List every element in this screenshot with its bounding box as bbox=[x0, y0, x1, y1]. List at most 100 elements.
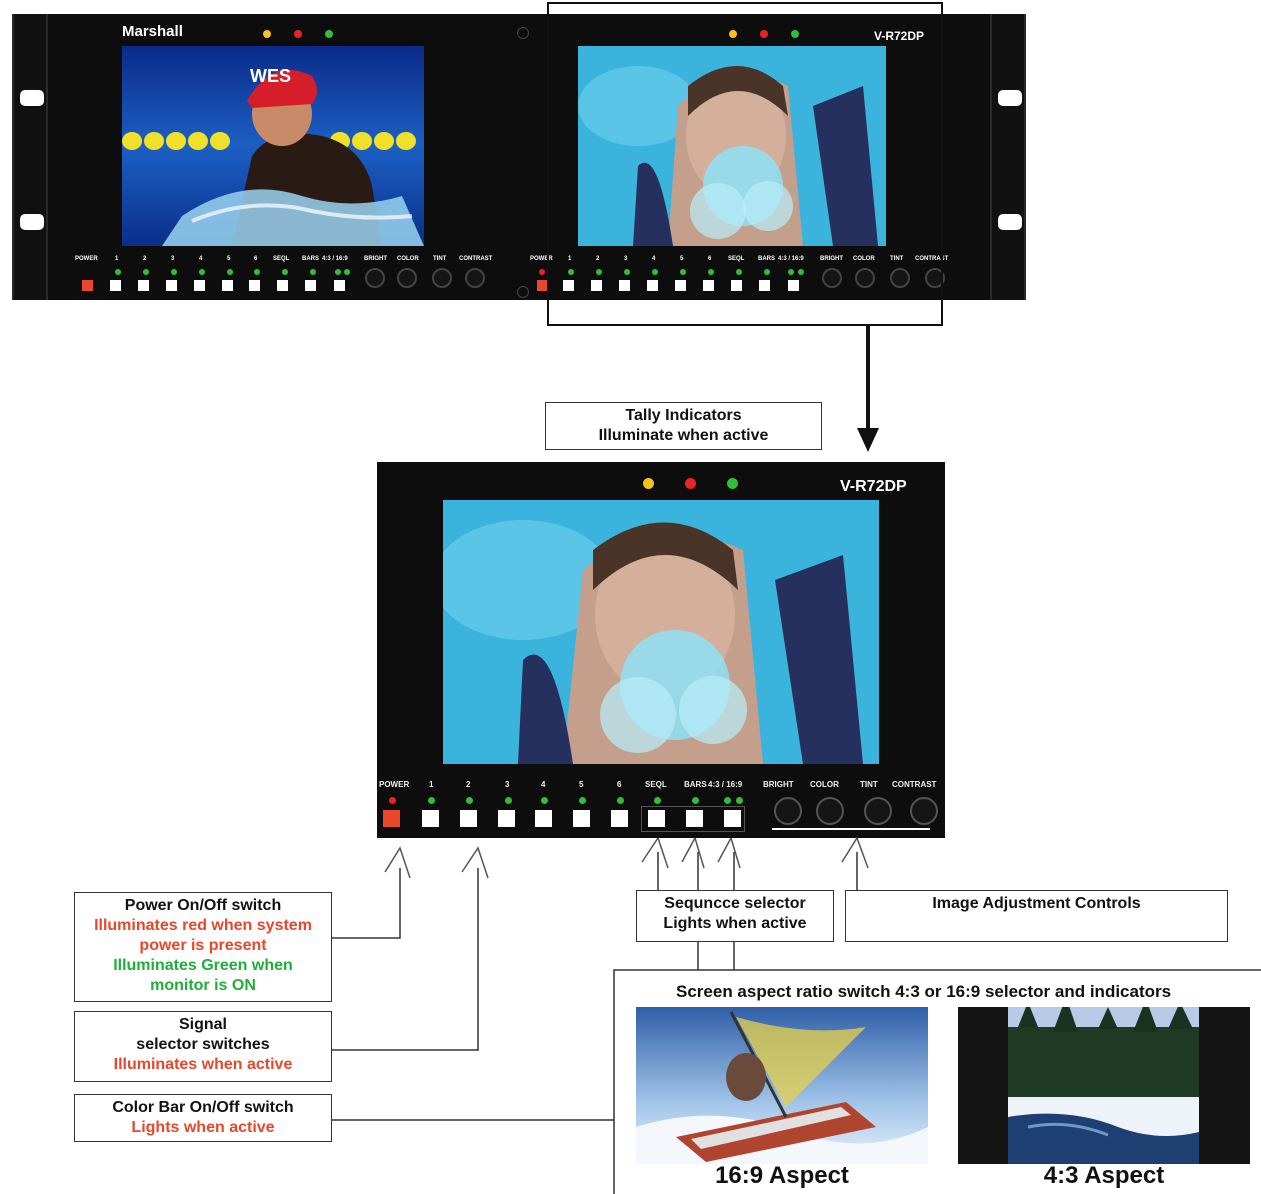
input-5-button[interactable] bbox=[222, 280, 233, 291]
control-label: CONTRAST bbox=[459, 256, 493, 262]
power-button[interactable] bbox=[383, 810, 400, 827]
seql-button[interactable] bbox=[277, 280, 288, 291]
input-2-button[interactable] bbox=[460, 810, 477, 827]
tint-knob[interactable] bbox=[864, 797, 892, 825]
contrast-knob[interactable] bbox=[910, 797, 938, 825]
tally-yellow-light bbox=[263, 30, 271, 38]
control-label: 4:3 / 16:9 bbox=[778, 256, 804, 262]
input-4-button[interactable] bbox=[194, 280, 205, 291]
control-label: 4:3 / 16:9 bbox=[708, 780, 743, 789]
control-label: POWER bbox=[75, 256, 98, 262]
input-4-button[interactable] bbox=[535, 810, 552, 827]
input-1-button[interactable] bbox=[563, 280, 574, 291]
control-label: COLOR bbox=[397, 256, 419, 262]
input-3-button[interactable] bbox=[498, 810, 515, 827]
tally-red-light bbox=[685, 478, 696, 489]
color-knob[interactable] bbox=[816, 797, 844, 825]
input-led bbox=[143, 269, 149, 275]
control-label: 5 bbox=[227, 256, 231, 262]
control-label: SEQL bbox=[273, 256, 290, 262]
tally-green-light bbox=[791, 30, 799, 38]
svg-text:WES: WES bbox=[250, 66, 291, 86]
input-led bbox=[227, 269, 233, 275]
sequence-callout-line2: Lights when active bbox=[663, 915, 807, 932]
control-label: 1 bbox=[568, 256, 572, 262]
input-2-button[interactable] bbox=[138, 280, 149, 291]
control-label: 2 bbox=[466, 780, 471, 789]
control-label: 4 bbox=[541, 780, 546, 789]
aspect-button[interactable] bbox=[334, 280, 345, 291]
color-knob[interactable] bbox=[397, 268, 417, 288]
input-6-button[interactable] bbox=[611, 810, 628, 827]
control-label: POWER bbox=[530, 256, 553, 262]
seql-button[interactable] bbox=[648, 810, 665, 827]
input-led bbox=[466, 797, 473, 804]
control-label: 1 bbox=[115, 256, 119, 262]
input-led bbox=[541, 797, 548, 804]
input-3-button[interactable] bbox=[166, 280, 177, 291]
bars-button[interactable] bbox=[686, 810, 703, 827]
tint-knob[interactable] bbox=[890, 268, 910, 288]
seql-led bbox=[736, 269, 742, 275]
power-led bbox=[539, 269, 545, 275]
tally-yellow-light bbox=[729, 30, 737, 38]
screw bbox=[517, 286, 529, 298]
input-5-button[interactable] bbox=[675, 280, 686, 291]
input-led bbox=[428, 797, 435, 804]
bars-button[interactable] bbox=[759, 280, 770, 291]
input-5-button[interactable] bbox=[573, 810, 590, 827]
brand-label: Marshall bbox=[122, 23, 183, 40]
zoom-selection-box bbox=[547, 2, 943, 326]
bright-knob[interactable] bbox=[365, 268, 385, 288]
contrast-knob[interactable] bbox=[925, 268, 945, 288]
control-label: CONTRAST bbox=[915, 256, 949, 262]
signal-callout-line1: Signal bbox=[178, 1016, 227, 1033]
tally-red-light bbox=[294, 30, 302, 38]
contrast-knob[interactable] bbox=[465, 268, 485, 288]
power-led bbox=[389, 797, 396, 804]
control-label: BRIGHT bbox=[820, 256, 843, 262]
caption-169: 16:9 Aspect bbox=[715, 1162, 849, 1189]
input-6-button[interactable] bbox=[249, 280, 260, 291]
input-3-button[interactable] bbox=[619, 280, 630, 291]
control-label: BARS bbox=[684, 780, 707, 789]
input-led bbox=[652, 269, 658, 275]
seql-button[interactable] bbox=[731, 280, 742, 291]
input-4-button[interactable] bbox=[647, 280, 658, 291]
control-label: 6 bbox=[617, 780, 622, 789]
colorbar-callout-title: Color Bar On/Off switch bbox=[112, 1099, 294, 1116]
windsurf-image-169 bbox=[636, 1007, 928, 1164]
mount-hole bbox=[998, 90, 1022, 106]
power-button[interactable] bbox=[537, 280, 548, 291]
input-1-button[interactable] bbox=[422, 810, 439, 827]
tally-callout: Tally Indicators Illuminate when active bbox=[545, 402, 822, 450]
image-adjust-underline bbox=[772, 828, 930, 830]
input-6-button[interactable] bbox=[703, 280, 714, 291]
image-adjust-callout-title: Image Adjustment Controls bbox=[932, 895, 1141, 912]
control-label: BARS bbox=[302, 256, 320, 262]
control-label: TINT bbox=[860, 780, 878, 789]
input-led bbox=[171, 269, 177, 275]
tint-knob[interactable] bbox=[432, 268, 452, 288]
control-label: CONTRAST bbox=[892, 780, 937, 789]
control-label: 2 bbox=[596, 256, 600, 262]
image-adjust-callout: Image Adjustment Controls bbox=[845, 890, 1228, 942]
aspect-button[interactable] bbox=[724, 810, 741, 827]
control-label: COLOR bbox=[853, 256, 875, 262]
control-label: 4 bbox=[199, 256, 203, 262]
power-callout-green-line1: Illuminates Green when bbox=[113, 957, 293, 974]
input-led bbox=[254, 269, 260, 275]
color-knob[interactable] bbox=[855, 268, 875, 288]
colorbar-callout-line2: Lights when active bbox=[131, 1119, 275, 1136]
power-button[interactable] bbox=[82, 280, 93, 291]
input-led bbox=[617, 797, 624, 804]
bright-knob[interactable] bbox=[774, 797, 802, 825]
control-label: BARS bbox=[758, 256, 776, 262]
aspect-button[interactable] bbox=[788, 280, 799, 291]
power-callout-red-line2: power is present bbox=[139, 937, 267, 954]
aspect-led bbox=[335, 269, 341, 275]
input-1-button[interactable] bbox=[110, 280, 121, 291]
bars-button[interactable] bbox=[305, 280, 316, 291]
bright-knob[interactable] bbox=[822, 268, 842, 288]
input-2-button[interactable] bbox=[591, 280, 602, 291]
